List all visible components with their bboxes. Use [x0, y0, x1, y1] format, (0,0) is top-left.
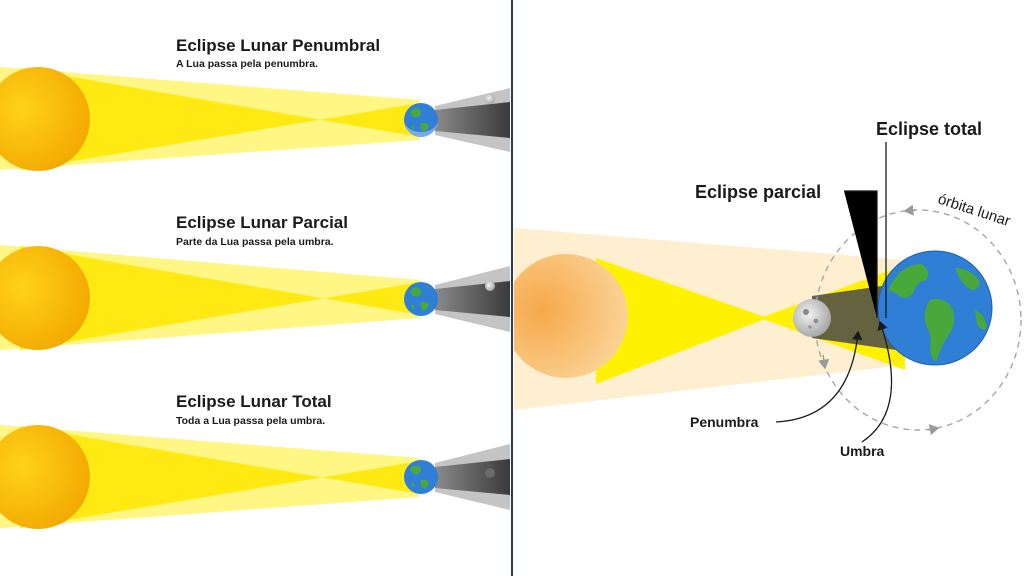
partial-eclipse-row: Eclipse Lunar Parcial Parte da Lua passa…	[0, 213, 510, 350]
moon-icon	[793, 299, 831, 337]
sun-icon	[0, 246, 90, 350]
umbra-light-cone	[20, 426, 420, 528]
eclipse-total-label: Eclipse total	[876, 119, 982, 139]
eclipse-partial-leader	[844, 190, 878, 318]
eclipse-partial-label: Eclipse parcial	[695, 182, 821, 202]
sun-icon	[0, 425, 90, 529]
penumbral-title: Eclipse Lunar Penumbral	[176, 36, 380, 55]
orbit-arrow-top	[903, 204, 916, 216]
umbra-light-cone	[20, 68, 420, 170]
earth-icon	[877, 250, 993, 366]
earth-icon	[404, 460, 438, 494]
total-title: Eclipse Lunar Total	[176, 392, 332, 411]
partial-title: Eclipse Lunar Parcial	[176, 213, 348, 232]
umbra-shadow	[435, 459, 510, 495]
penumbral-eclipse-row: Eclipse Lunar Penumbral A Lua passa pela…	[0, 36, 510, 171]
penumbra-leader	[775, 330, 863, 423]
sun-icon	[0, 67, 90, 171]
right-panel: Eclipse total Eclipse parcial órbita lun…	[514, 119, 1022, 459]
umbra-leader	[861, 320, 893, 443]
light-cone-left	[596, 258, 768, 384]
lunar-orbit-label: órbita lunar	[936, 191, 1013, 230]
total-subtitle: Toda a Lua passa pela umbra.	[176, 415, 325, 427]
orbit-arrow-bottom	[927, 424, 940, 436]
umbra-shadow	[435, 102, 510, 138]
sun-icon	[514, 254, 628, 378]
earth-icon	[404, 103, 438, 137]
moon-icon	[485, 281, 495, 291]
moon-icon	[485, 94, 495, 104]
left-panel: Eclipse Lunar Penumbral A Lua passa pela…	[0, 36, 510, 529]
umbra-label: Umbra	[840, 443, 885, 459]
moon-icon	[485, 468, 495, 478]
penumbral-subtitle: A Lua passa pela penumbra.	[176, 58, 318, 70]
penumbra-label: Penumbra	[690, 414, 759, 430]
partial-subtitle: Parte da Lua passa pela umbra.	[176, 236, 334, 248]
total-eclipse-row: Eclipse Lunar Total Toda a Lua passa pel…	[0, 392, 510, 529]
orbit-arrow-left	[818, 354, 830, 370]
umbra-light-cone	[20, 246, 420, 350]
earth-icon	[404, 282, 438, 316]
